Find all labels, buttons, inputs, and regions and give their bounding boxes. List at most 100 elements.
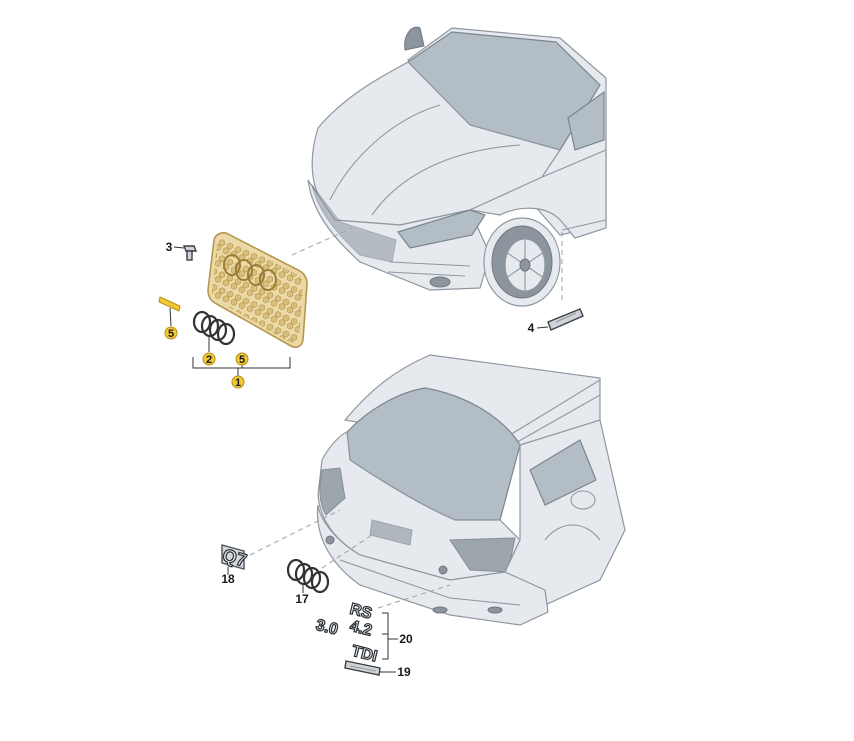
callout-17: 17 [295, 592, 309, 606]
grille-cell [266, 323, 274, 331]
grille-cell [238, 286, 246, 294]
grille-cell [279, 351, 285, 357]
callout-18-text: 18 [221, 572, 235, 586]
grille-cell [294, 293, 302, 301]
badge-rs: RS [348, 601, 374, 623]
grille-cell [250, 300, 258, 308]
grille-cell [271, 364, 277, 370]
grille-cell [299, 354, 305, 360]
grille-cell [230, 298, 238, 306]
grille-cell [203, 297, 209, 303]
engine-badges-group[interactable]: RS 4.2 3.0 TDI [313, 600, 379, 666]
grille-cell [307, 357, 313, 363]
grille-cell [303, 362, 309, 368]
grille-cell [307, 325, 313, 331]
grille-cell [218, 239, 226, 247]
grille-cell [234, 342, 242, 343]
grille-cell [263, 345, 269, 351]
grille-rings-icon [223, 254, 277, 291]
callout-19: 19 [397, 665, 411, 679]
s-line-rear-emblem-part[interactable] [344, 660, 381, 676]
grille-cell [266, 339, 274, 343]
grille-cell [298, 289, 303, 297]
front-rings-emblem-part[interactable] [192, 310, 236, 346]
grille-cell [303, 378, 309, 384]
callout-3-text: 3 [166, 240, 173, 254]
grille-cell [203, 265, 209, 271]
grille-cell [274, 311, 282, 319]
grille-cell [203, 233, 209, 239]
grille-cell [222, 311, 230, 319]
engine-badge-leader [377, 584, 451, 609]
rings-rear-leader [321, 534, 373, 569]
grille-cell [203, 249, 209, 255]
grille-cell [214, 259, 222, 267]
grille-cell [242, 329, 250, 337]
model-badge-leader [249, 509, 341, 556]
grille-cell [238, 302, 246, 310]
radiator-grille[interactable] [203, 232, 317, 388]
grille-cell [262, 296, 270, 304]
rear-rings-emblem-part[interactable] [286, 558, 330, 594]
grille-cell [291, 350, 297, 356]
callout-5-right: 5 [235, 352, 249, 366]
grille-cell [226, 242, 234, 250]
callout-4-text: 4 [528, 321, 535, 335]
grille-cell [254, 308, 262, 316]
grille-cell [278, 303, 286, 311]
callout-5-left-text: 5 [168, 328, 174, 340]
grille-cell [270, 315, 278, 323]
grille-cell [222, 279, 230, 287]
grille-cell [258, 304, 266, 312]
grille-cell [242, 297, 250, 305]
grille-cell [222, 295, 230, 303]
grille-cell [214, 275, 222, 283]
callout-17-text: 17 [295, 592, 309, 606]
grille-cell [311, 349, 317, 355]
front-vehicle-illustration [307, 26, 607, 307]
grille-cell [275, 359, 281, 365]
grille-cell [286, 338, 294, 343]
model-badge-q7[interactable]: Q7 [220, 544, 250, 571]
callout-3: 3 [166, 240, 173, 254]
grille-cell [255, 357, 261, 363]
grille-cell [290, 317, 298, 325]
grille-cell [311, 301, 317, 307]
grille-cell [282, 314, 290, 322]
grille-cell [254, 292, 262, 300]
rear-vehicle-illustration [316, 354, 626, 626]
grille-cell [311, 317, 317, 323]
callout-4: 4 [528, 321, 535, 335]
grille-cell [286, 306, 294, 314]
grille-cell [230, 314, 238, 322]
grille-cell [250, 332, 258, 340]
grille-cell [234, 326, 242, 334]
grille-cell [294, 277, 302, 285]
grille-cell [307, 293, 313, 299]
grille-cell [286, 290, 294, 298]
s-line-emblem-part[interactable] [158, 296, 181, 312]
grille-cell [251, 349, 257, 355]
side-marker-part[interactable] [547, 308, 584, 331]
grille-cell [271, 348, 277, 354]
grille-cell [311, 285, 317, 291]
grille-cell [259, 353, 265, 359]
grille-cell [242, 249, 250, 257]
grille-cell [266, 307, 274, 315]
bolt-part[interactable] [182, 245, 198, 261]
grille-cell [234, 294, 242, 302]
callout-5-left: 5 [164, 326, 178, 340]
grille-cell [263, 361, 269, 367]
grille-cell [290, 333, 298, 341]
grille-cell [295, 358, 301, 364]
grille-cell [278, 287, 286, 295]
front-grille-leader [291, 227, 353, 256]
grille-cell [246, 289, 254, 297]
grille-cell [282, 330, 290, 338]
grille-cell [294, 309, 302, 317]
grille-cell [278, 271, 286, 279]
grille-cell [291, 366, 297, 372]
grille-cell [231, 347, 237, 353]
grille-cell [278, 319, 286, 327]
